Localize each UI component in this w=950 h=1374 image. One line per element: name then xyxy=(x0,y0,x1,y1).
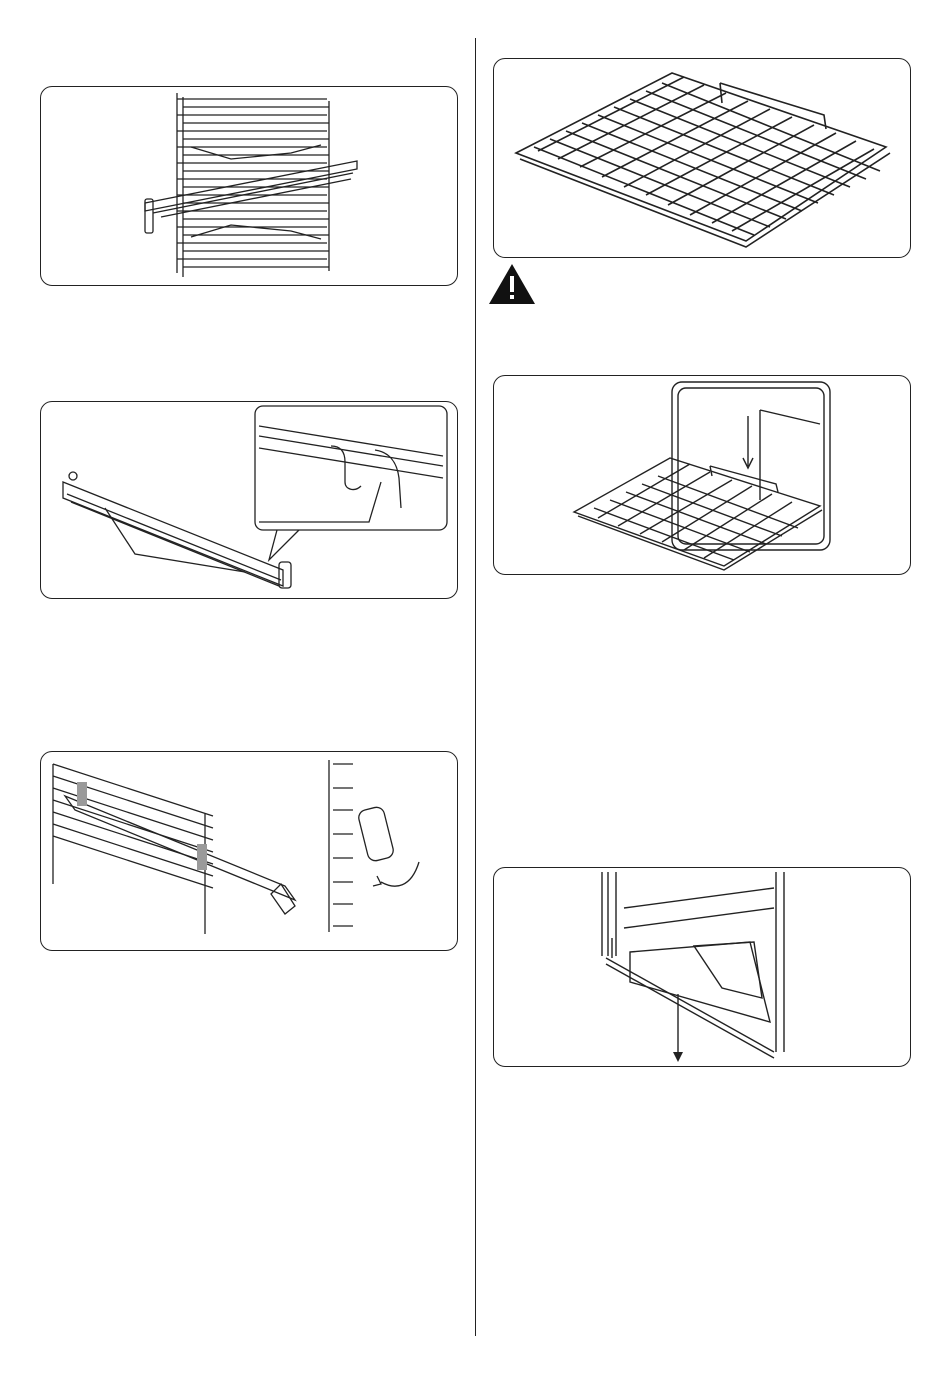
down-arrow-icon xyxy=(673,1052,683,1062)
runner-installation-drawing xyxy=(41,752,457,950)
warning-triangle-icon xyxy=(487,262,537,306)
fig-shelf-insert-oven xyxy=(493,375,911,575)
highlight-grey-mark xyxy=(197,844,207,870)
shelf-insert-oven-drawing xyxy=(494,376,910,574)
fig-telescopic-runner-detail xyxy=(40,401,458,599)
fig-wire-shelf xyxy=(493,58,911,258)
telescopic-runner-detail-drawing xyxy=(41,402,457,598)
shelf-runner-rails-drawing xyxy=(41,87,457,285)
fig-runner-installation xyxy=(40,751,458,951)
fig-oven-door-bottom xyxy=(493,867,911,1067)
column-divider xyxy=(475,38,476,1336)
oven-door-bottom-drawing xyxy=(494,868,910,1066)
highlight-grey-mark xyxy=(77,782,87,806)
wire-shelf-drawing xyxy=(494,59,910,257)
fig-shelf-runner-rails xyxy=(40,86,458,286)
